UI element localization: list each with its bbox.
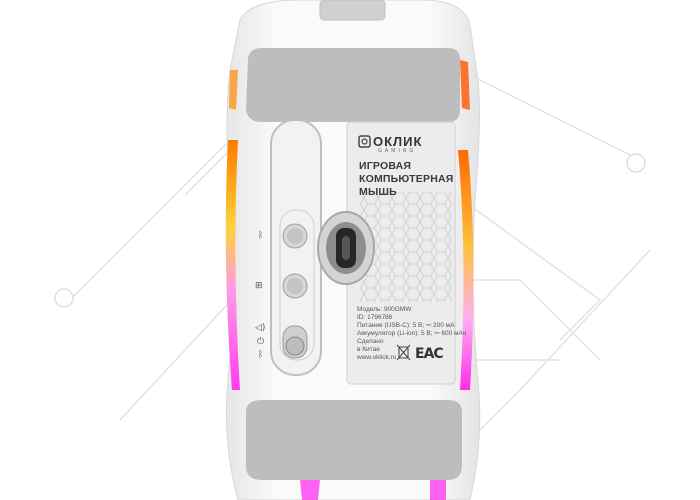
top-glide-pad [246, 48, 460, 122]
spec-line: Сделано [357, 338, 384, 345]
brand-name: ОКЛИК [373, 134, 423, 149]
product-title-line: МЫШЬ [359, 186, 397, 198]
bluetooth-icon: ᛒ [258, 231, 264, 241]
spec-line: Модель: 900GMW [357, 306, 412, 313]
spec-line: Питание (USB-C): 5 В; ⎓ 200 мА [357, 322, 455, 329]
eac-mark: ЕАС [415, 346, 444, 362]
spec-line: Аккумулятор (Li-ion): 5 В; ⎓ 600 мАч [357, 330, 467, 337]
brand-subtitle: GAMING [378, 148, 417, 154]
product-title-line: КОМПЬЮТЕРНАЯ [359, 173, 454, 185]
spec-line: www.oklick.ru [357, 354, 397, 361]
rgb-left-strip [225, 140, 240, 390]
bottom-glide-pad [246, 400, 462, 480]
rgb-right-strip [458, 150, 474, 390]
bluetooth-icon: ᛒ [258, 350, 264, 360]
dpi-icon: ⊞ [255, 281, 263, 291]
spec-line: в Китае [357, 346, 380, 353]
product-title-line: ИГРОВАЯ [359, 160, 412, 172]
spec-line: ID: 1796786 [357, 314, 393, 321]
crossed-bin-icon [396, 344, 411, 361]
sound-icon: ◁) [255, 323, 266, 333]
power-icon: ⏻ [257, 337, 265, 347]
